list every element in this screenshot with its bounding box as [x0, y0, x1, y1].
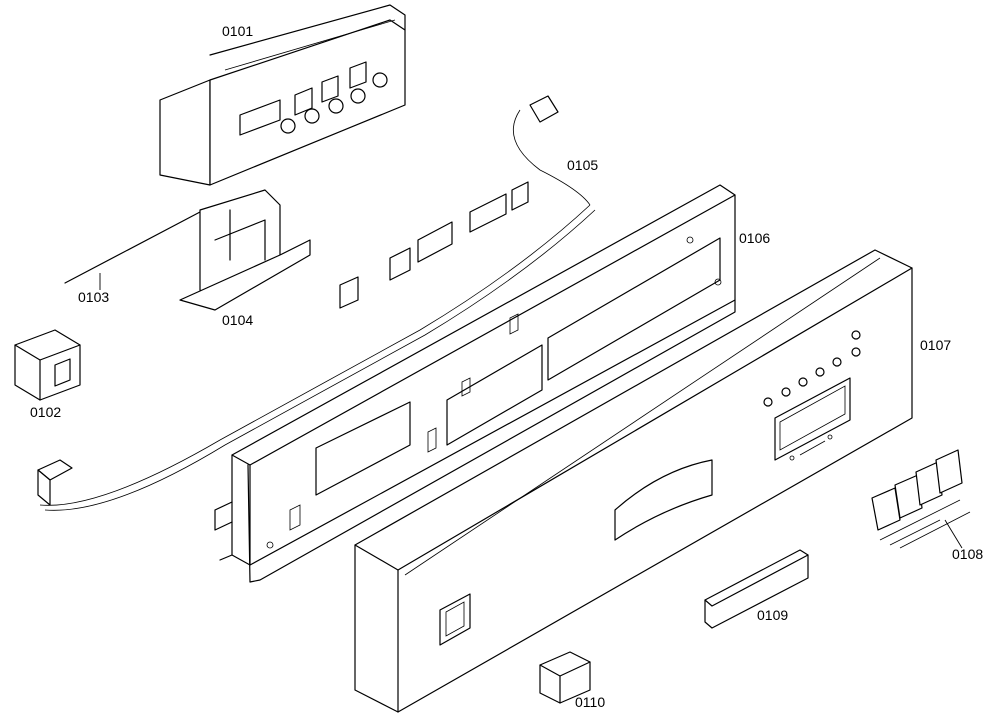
switch-0102 — [14, 329, 81, 401]
control-module-0101 — [159, 4, 406, 186]
trim-strip-0109 — [704, 549, 809, 629]
label-0102: 0102 — [30, 404, 61, 420]
buttons-0108 — [871, 449, 971, 549]
leader-0108 — [944, 519, 963, 549]
label-0105: 0105 — [567, 157, 598, 173]
label-0108: 0108 — [952, 546, 983, 562]
frame-0106 — [214, 184, 736, 583]
label-0104: 0104 — [222, 312, 253, 328]
label-0109: 0109 — [757, 607, 788, 623]
bracket-0104 — [179, 189, 311, 311]
wiring-harness-0105 — [37, 95, 596, 511]
rod-0103 — [64, 211, 201, 284]
label-0107: 0107 — [920, 337, 951, 353]
label-0106: 0106 — [739, 230, 770, 246]
label-0101: 0101 — [222, 23, 253, 39]
label-0103: 0103 — [78, 289, 109, 305]
front-panel-0107 — [354, 249, 913, 713]
label-0110: 0110 — [575, 694, 605, 710]
block-0110 — [539, 651, 591, 704]
